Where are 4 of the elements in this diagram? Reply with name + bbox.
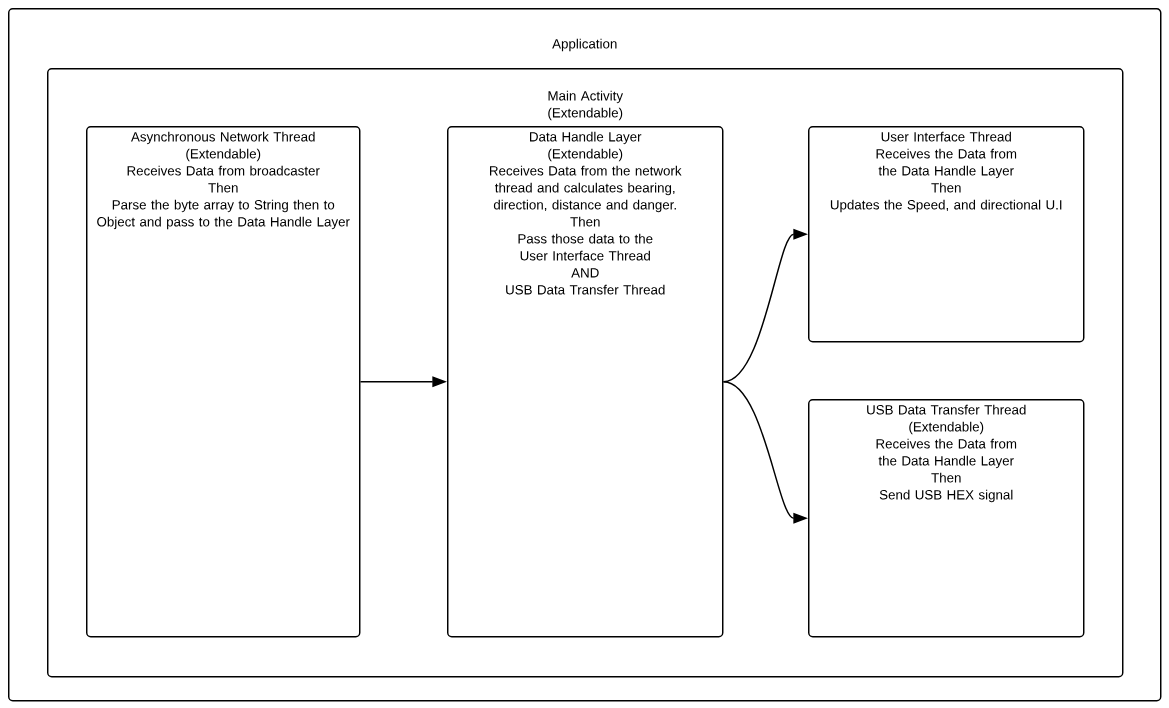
thread-box: Asynchronous Network Thread (Extendable) Receives Data from broadcaster Then Parse the byte array to String then to Object and pass to the Data Handle Layer bbox=[86, 126, 361, 638]
thread-box: User Interface Thread Receives the Data from the Data Handle Layer Then Updates the Speed, and directional U.I bbox=[808, 126, 1085, 343]
layer-box: Data Handle Layer (Extendable) Receives Data from the network thread and calculates bearing, direction, distance and danger. Then Pass those data to the User Interface Thread AND USB Data Transfer Thread bbox=[447, 126, 724, 638]
thread-box: USB Data Transfer Thread (Extendable) Receives the Data from the Data Handle Layer Then Send USB HEX signal bbox=[808, 399, 1085, 638]
